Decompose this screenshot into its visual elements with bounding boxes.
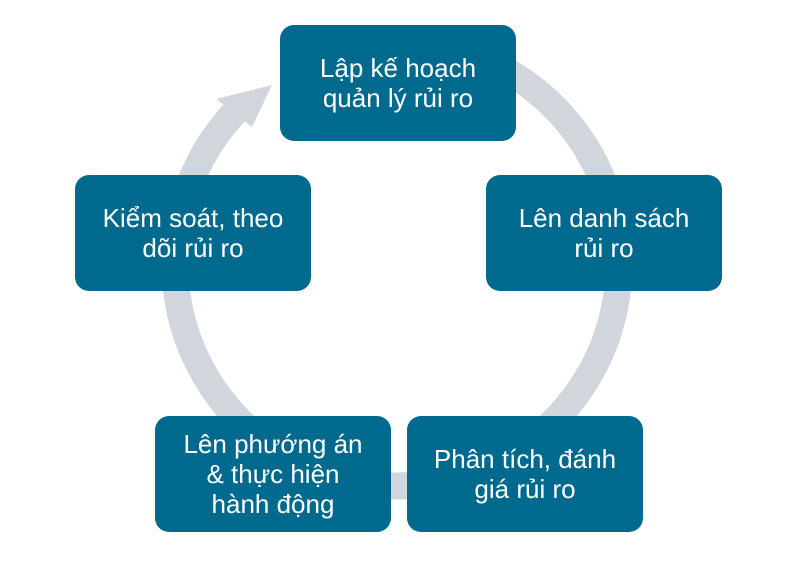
step-box-plan-risk-management: Lập kế hoạch quản lý rủi ro — [280, 25, 516, 141]
step-label-list-risks: Lên danh sách rủi ro — [518, 203, 690, 263]
step-label-plan-risk-management: Lập kế hoạch quản lý rủi ro — [319, 53, 477, 113]
step-box-plan-actions: Lên phướng án & thực hiện hành động — [155, 416, 391, 532]
step-label-analyze-risks: Phân tích, đánh giá rủi ro — [433, 444, 617, 504]
cycle-arrow-head — [216, 85, 272, 127]
step-box-monitor-risks: Kiểm soát, theo dõi rủi ro — [75, 175, 311, 291]
step-box-analyze-risks: Phân tích, đánh giá rủi ro — [407, 416, 643, 532]
step-box-list-risks: Lên danh sách rủi ro — [486, 175, 722, 291]
step-label-plan-actions: Lên phướng án & thực hiện hành động — [183, 429, 363, 519]
step-label-monitor-risks: Kiểm soát, theo dõi rủi ro — [102, 203, 284, 263]
